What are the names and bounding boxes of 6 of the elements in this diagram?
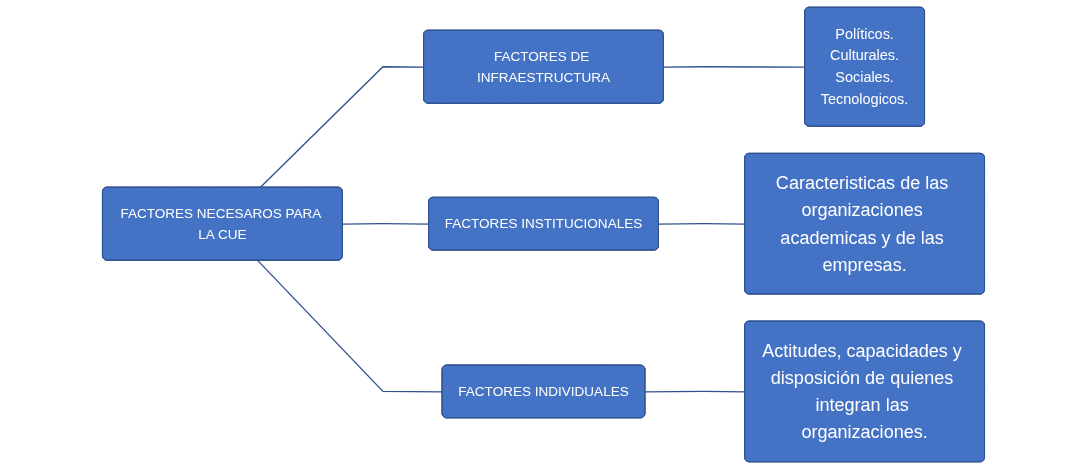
connector bbox=[658, 223, 746, 225]
connector bbox=[259, 66, 425, 189]
connector bbox=[644, 390, 746, 393]
connector bbox=[257, 260, 444, 393]
connector bbox=[342, 223, 430, 225]
connector bbox=[663, 66, 806, 68]
